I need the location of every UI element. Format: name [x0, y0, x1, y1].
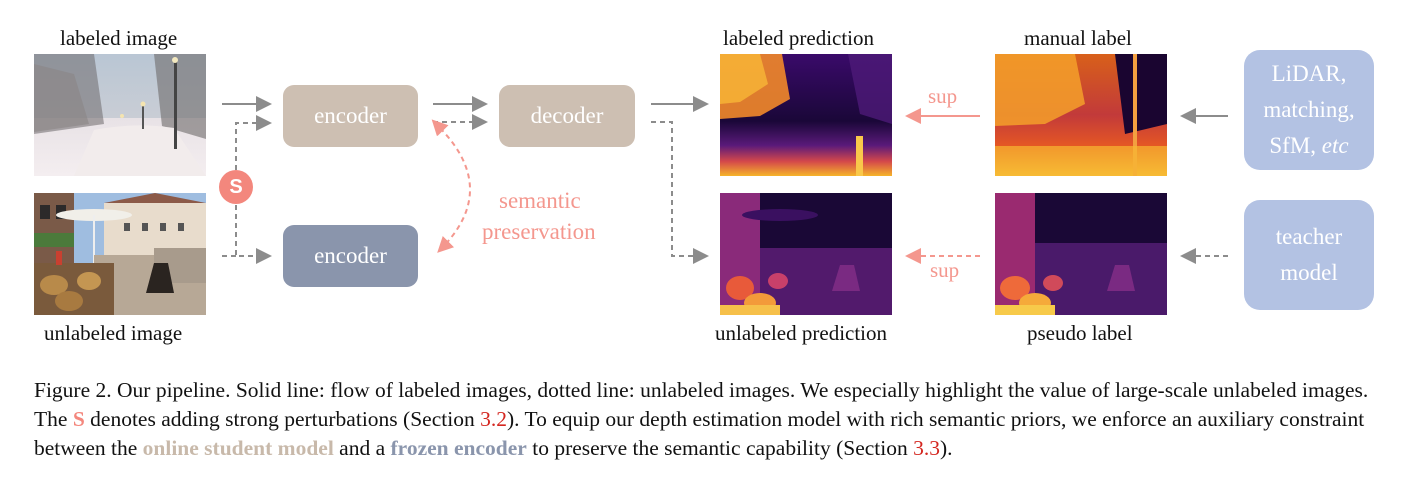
- ground-truth-sources-block: LiDAR, matching, SfM, etc: [1244, 50, 1374, 170]
- model-text: model: [1280, 260, 1338, 285]
- sup-label-top: sup: [928, 84, 958, 108]
- strong-perturbation-marker: S: [219, 170, 253, 204]
- teacher-model-block: teacher model: [1244, 200, 1374, 310]
- arrow-semantic-preservation: [431, 119, 471, 253]
- semantic-label-line2: preservation: [482, 219, 596, 244]
- caption-part-2: denotes adding strong perturbations (Sec…: [84, 407, 481, 431]
- caption-part-4: and a: [333, 436, 391, 460]
- teacher-text: teacher: [1275, 224, 1343, 249]
- unlabeled-prediction-depth-map: [720, 193, 892, 315]
- labeled-prediction-label: labeled prediction: [723, 26, 875, 50]
- pseudo-label-label: pseudo label: [1027, 321, 1133, 345]
- arrow-s-to-frozen-encoder: [235, 205, 272, 264]
- student-encoder-block: encoder: [283, 85, 418, 147]
- section-ref-3-2[interactable]: 3.2: [480, 407, 507, 431]
- source-lidar-text: LiDAR,: [1271, 61, 1347, 86]
- source-etc-word: etc: [1321, 133, 1349, 158]
- figure-caption: Figure 2. Our pipeline. Solid line: flow…: [34, 376, 1384, 463]
- unlabeled-prediction-label: unlabeled prediction: [715, 321, 888, 345]
- decoder-block: decoder: [499, 85, 635, 147]
- unlabeled-image-label: unlabeled image: [44, 321, 183, 345]
- caption-frozen-encoder: frozen encoder: [390, 436, 527, 460]
- section-ref-3-3[interactable]: 3.3: [913, 436, 940, 460]
- labeled-image-thumbnail: [34, 54, 206, 176]
- arrow-decoder-to-unlabeled-prediction: [651, 121, 709, 264]
- caption-online-student-model: online student model: [142, 436, 334, 460]
- frozen-encoder-block: encoder: [283, 225, 418, 287]
- source-sfm-text: SfM, etc: [1269, 128, 1348, 164]
- manual-label-depth-map: [995, 54, 1167, 176]
- arrow-s-to-student-encoder: [235, 115, 272, 170]
- labeled-prediction-depth-map: [720, 54, 892, 176]
- caption-part-6: ).: [939, 436, 953, 460]
- manual-label-label: manual label: [1024, 26, 1132, 50]
- unlabeled-image-thumbnail: [34, 193, 206, 315]
- labeled-image-label: labeled image: [60, 26, 178, 50]
- pseudo-label-depth-map: [995, 193, 1167, 315]
- source-matching-text: matching,: [1263, 97, 1355, 122]
- semantic-label-line1: semantic: [499, 188, 581, 213]
- caption-s-symbol: S: [72, 407, 85, 431]
- caption-part-5: to preserve the semantic capability (Sec…: [526, 436, 914, 460]
- caption-part-1: Figure 2. Our pipeline. Solid line: flow…: [34, 378, 1369, 431]
- source-sfm-word: SfM,: [1269, 133, 1322, 158]
- caption-part-3: ). To equip our depth estimation model w…: [34, 407, 1365, 460]
- sup-label-bottom: sup: [930, 258, 960, 282]
